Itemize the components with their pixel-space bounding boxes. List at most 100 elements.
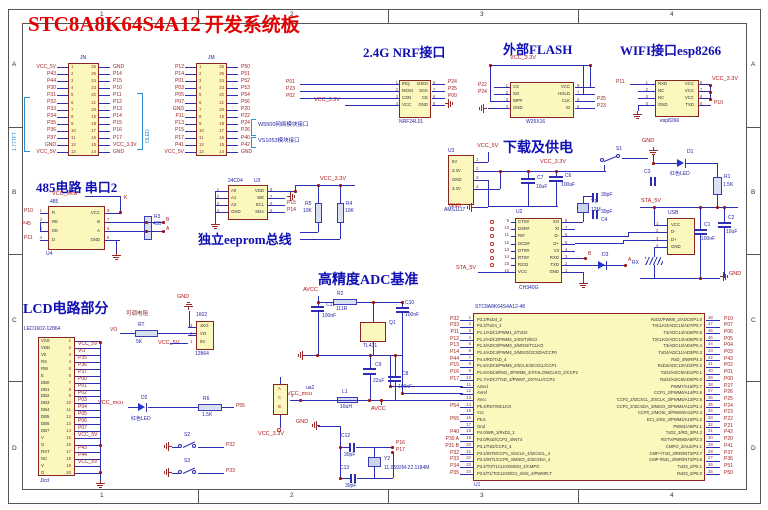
switch-s1[interactable] [600,158,604,162]
pin-row: P55 16 P5.5 [432,415,732,426]
pin-number: 26 [708,461,713,467]
pin-name: A0 [231,188,237,193]
pin-row: VCC_5V 13 14 GND [158,149,458,157]
net-label: K [124,195,128,201]
net-label: P37 [78,369,87,376]
bracket-oled-label: OLED [145,129,151,143]
switch-s3[interactable] [192,470,196,474]
resistor-r2 [333,299,357,305]
lcd-connector[interactable] [38,337,75,476]
r4-value: 10K [345,208,354,214]
pin-row: P30 4 23 P10 [30,85,330,93]
nrf-part: NRF24L01 [399,119,424,125]
net-label: P27 [724,382,733,389]
pin-name: RE [52,218,58,224]
lcd-type-jumper[interactable] [196,321,214,350]
ch340-chip[interactable] [515,218,562,283]
pin-number: 12 [199,142,204,148]
jumper-1602-label: 1602 [196,312,208,318]
zone-label: D [751,445,756,452]
pin-row: TxD2_3/RD_3/P4.2 31 P42 [502,429,768,439]
pin-name: DB3 [41,400,50,406]
switch-s2[interactable] [192,444,196,448]
pin-number: 7 [700,87,703,92]
c3-ref: C3 [644,169,651,175]
pin-number: 3 [656,235,659,241]
connector-jn[interactable] [68,63,99,156]
pin-name: GND [231,209,241,214]
pin-number: 23 [466,461,471,467]
pin-row: DB1 8 P01 [38,384,338,395]
connector-jm[interactable] [196,63,227,156]
pin-row: P17 10 P1.7/ADC7/TxD_3/PWM7_2/XTALI/CCP3 [432,375,732,385]
ch340-part: CH340G [519,285,539,291]
gnd-symbol [210,221,220,229]
net-label: P20 [724,436,733,443]
switch-s3[interactable] [178,470,182,474]
c11-ref: C11 [326,302,335,308]
tl431-q1[interactable] [360,322,386,342]
net-label: P42 [241,141,250,148]
mcu-chip[interactable] [473,313,705,481]
flash-chip[interactable] [510,82,574,118]
pin-name: CCP2_2/I2CSCL_3/SCLK_3/PWM5/A13/P2.5 [616,396,702,402]
pin-row: TxD3_2/P5.1 26 P51 [502,461,768,472]
pin-row: 5V 1 [440,157,740,167]
ams1117-regulator[interactable] [448,155,474,205]
pin-row: 10 DSR# XI 7 [495,225,768,234]
pin-number: 2 [199,71,202,77]
resistor-r4 [337,203,344,223]
pin-number: 1 [71,64,74,69]
net-label: VCC_5V [36,148,56,155]
pin-number: 19 [466,435,471,441]
power-select-jumper[interactable] [273,384,288,415]
pin-number: 17 [466,421,471,427]
rt-value: 5K [136,339,143,345]
nrf-module[interactable] [399,80,431,118]
net-label: P14 [175,70,184,77]
pin-number: 40 [708,368,713,374]
net-label: P50 [724,469,733,476]
net-label: GND [113,148,125,155]
pin-name: TXD [685,102,694,107]
net-label: GND [241,148,253,155]
switch-s2[interactable] [178,444,182,448]
net-label: A [166,226,170,232]
esp8266-module[interactable] [655,80,699,117]
pin-name: PWM7/A15/P2.7 [671,383,702,389]
page-title: STC8A8K64S4A12 开发系统板 [28,14,300,36]
net-label: P53 [241,84,250,91]
pin-name: R232 [518,262,529,268]
pin-row: RxD4/ADC10/AD2/P0.2 41 P02 [502,362,768,372]
pin-number: 1 [505,83,508,88]
pin-name: WE [257,195,264,200]
c1-ref: C1 [704,222,711,228]
485-ref: U4 [46,251,53,257]
pin-number: 7 [71,106,74,112]
led-d2-icon [138,403,145,411]
power-label: VCC_mcu [98,400,124,406]
pin-number: 4 [468,334,471,340]
pin-row: VCC_5V 13 14 GND [30,149,330,157]
pin-number: 6 [71,99,74,105]
net-label: P22 [478,82,487,88]
eeprom-chip[interactable] [228,185,268,220]
net-label: P13 [175,120,184,127]
pin-number: 8 [270,187,273,192]
jumper-pin: 3 [190,323,193,328]
net-label: GND [172,106,184,113]
net-label: P22 [241,113,250,120]
bracket-w5500-label: W5500网络模块接口 [258,122,309,128]
usb-connector[interactable] [667,218,695,255]
net-label: P22 [724,416,733,422]
pin-number: 36 [708,394,713,400]
net-label: P35 [47,120,56,127]
pin-name: TxD3_2/P5.1 [677,463,702,469]
power-port-circle [277,428,281,432]
pin-number: 2 [505,90,508,95]
pin-row: 4 GND SDA 5 [205,208,505,217]
net-label: P12 [175,63,184,70]
pin-row: 2 D- [640,228,768,237]
d2-label: 红色LED [131,416,151,422]
485-chip[interactable] [48,206,105,250]
